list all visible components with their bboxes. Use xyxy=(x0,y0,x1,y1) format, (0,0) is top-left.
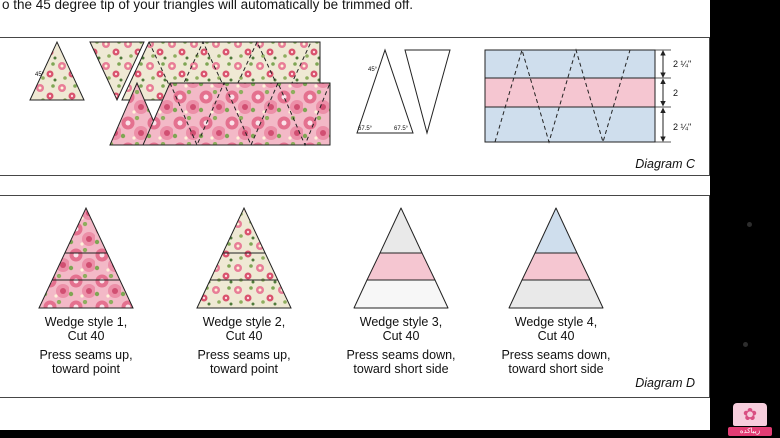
wedge-1-caption: Wedge style 1, Cut 40 Press seams up, to… xyxy=(1,315,171,376)
wedge-1-press1: Press seams up, xyxy=(39,348,133,362)
decorative-dot xyxy=(743,342,748,347)
wedge-3-press2: toward short side xyxy=(353,362,449,376)
wedge-style-1 xyxy=(38,206,134,309)
wedge-3-cut: Cut 40 xyxy=(382,329,420,343)
diagram-d-box: Wedge style 1, Cut 40 Press seams up, to… xyxy=(0,195,710,398)
measure-bottom-label: 2 ¼" xyxy=(673,122,691,132)
wedge-angle-triangles xyxy=(356,48,451,135)
wedge-3-press1: Press seams down, xyxy=(346,348,456,362)
base-angle-right-label: 67.5° xyxy=(394,126,409,132)
measure-middle-label: 2 xyxy=(673,88,678,98)
instruction-text: o the 45 degree tip of your triangles wi… xyxy=(2,0,413,12)
wedge-2-title: Wedge style 2, xyxy=(202,315,286,329)
wedge-4-title: Wedge style 4, xyxy=(514,315,598,329)
wedge-2-caption: Wedge style 2, Cut 40 Press seams up, to… xyxy=(159,315,329,376)
bottom-black-margin xyxy=(0,430,780,438)
wedge-4-cut: Cut 40 xyxy=(537,329,575,343)
flower-icon: ✿ xyxy=(733,403,767,426)
watermark-logo: ✿ زیباکده xyxy=(728,403,772,436)
diagram-c-graphic: 45° 45° 67.5° 67.5° xyxy=(29,40,691,147)
decorative-dot xyxy=(747,222,752,227)
wedge-1-cut: Cut 40 xyxy=(67,329,105,343)
fabric-strip-bottom xyxy=(109,81,331,147)
base-angle-left-label: 67.5° xyxy=(358,126,373,132)
wedge-style-2 xyxy=(196,206,292,309)
diagram-c-box: 45° 45° 67.5° 67.5° xyxy=(0,37,710,176)
wedge-2-press1: Press seams up, xyxy=(197,348,291,362)
apex-angle-label: 45° xyxy=(368,67,378,73)
wedge-4-caption: Wedge style 4, Cut 40 Press seams down, … xyxy=(471,315,641,376)
diagram-d-graphic xyxy=(38,206,604,309)
diagram-d-label: Diagram D xyxy=(635,376,695,390)
wedge-3-caption: Wedge style 3, Cut 40 Press seams down, … xyxy=(316,315,486,376)
diagram-c-label: Diagram C xyxy=(635,157,695,171)
wedge-2-cut: Cut 40 xyxy=(225,329,263,343)
document-page: o the 45 degree tip of your triangles wi… xyxy=(0,0,710,430)
measurement-arrows xyxy=(655,49,671,143)
strip-angle-label: 45° xyxy=(35,72,45,78)
measure-top-label: 2 ¼" xyxy=(673,59,691,69)
right-black-margin: ✿ زیباکده xyxy=(710,0,780,438)
watermark-text: زیباکده xyxy=(728,427,772,436)
pieced-strip xyxy=(484,48,656,144)
wedge-4-press1: Press seams down, xyxy=(501,348,611,362)
wedge-2-press2: toward point xyxy=(209,362,279,376)
wedge-style-3 xyxy=(353,207,449,309)
wedge-3-title: Wedge style 3, xyxy=(359,315,443,329)
wedge-1-title: Wedge style 1, xyxy=(44,315,128,329)
wedge-1-press2: toward point xyxy=(51,362,121,376)
wedge-style-4 xyxy=(508,207,604,309)
wedge-4-press2: toward short side xyxy=(508,362,604,376)
